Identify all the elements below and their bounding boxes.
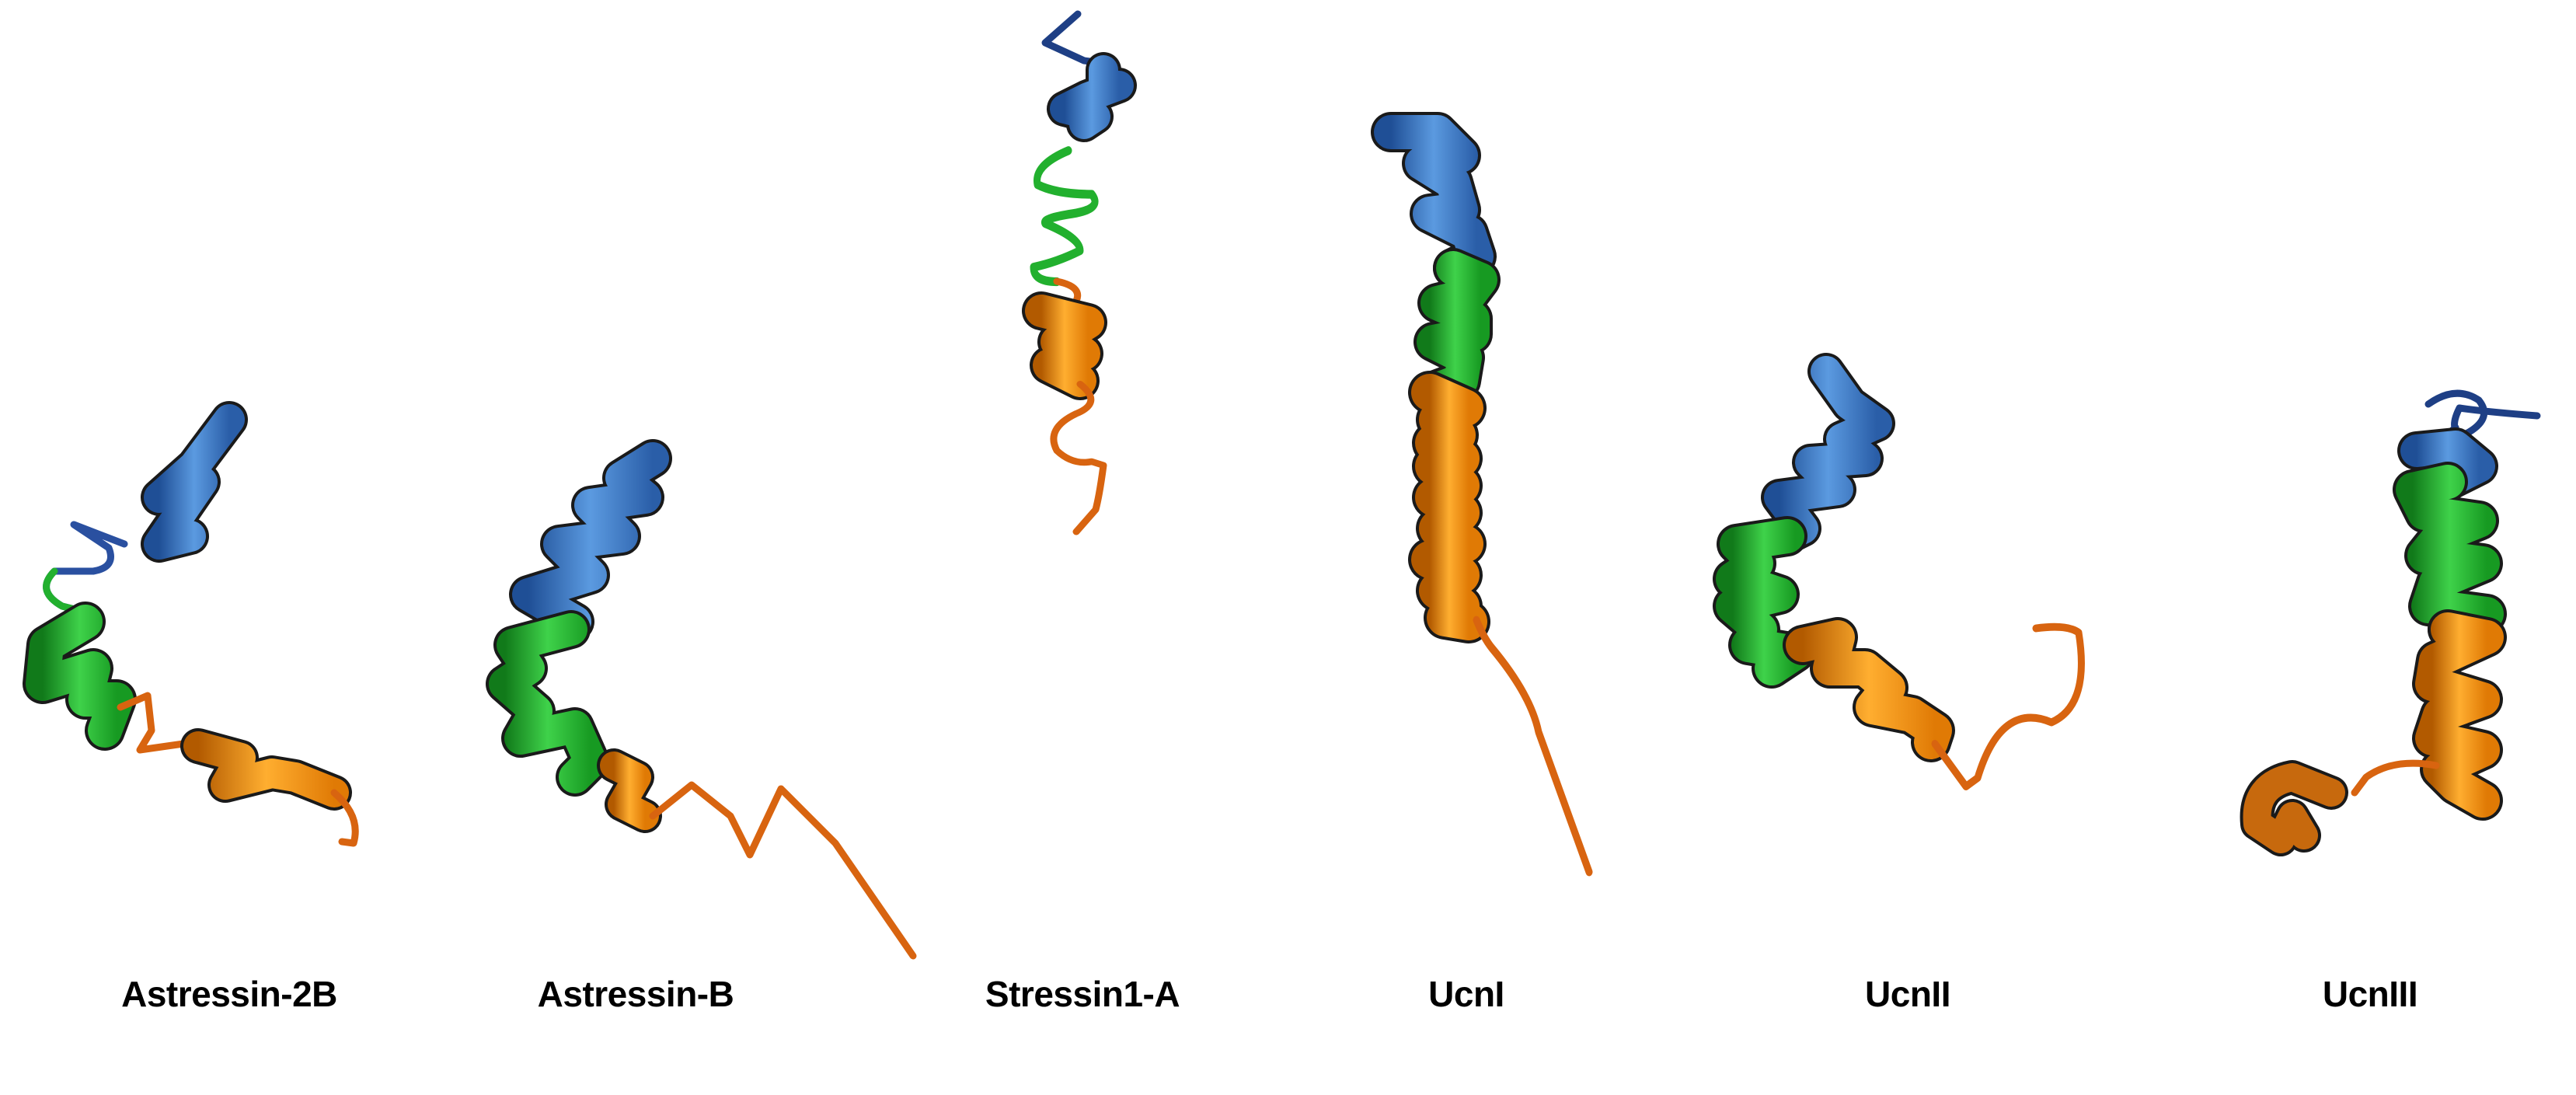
label-astressin-2b: Astressin-2B [121, 974, 337, 1014]
label-ucnii: UcnII [1865, 974, 1950, 1014]
label-ucniii: UcnIII [2322, 974, 2418, 1014]
label-astressin-b: Astressin-B [537, 974, 734, 1014]
structure-astressin-2b [23, 401, 359, 847]
structure-stressin1-a [1022, 10, 1137, 535]
label-stressin1-a: Stressin1-A [985, 974, 1180, 1014]
label-ucni: UcnI [1428, 974, 1504, 1014]
structure-ucniii [2240, 389, 2541, 856]
structure-astressin-b [486, 439, 917, 960]
structure-ucnii [1713, 353, 2085, 790]
structure-ucni [1371, 112, 1593, 877]
